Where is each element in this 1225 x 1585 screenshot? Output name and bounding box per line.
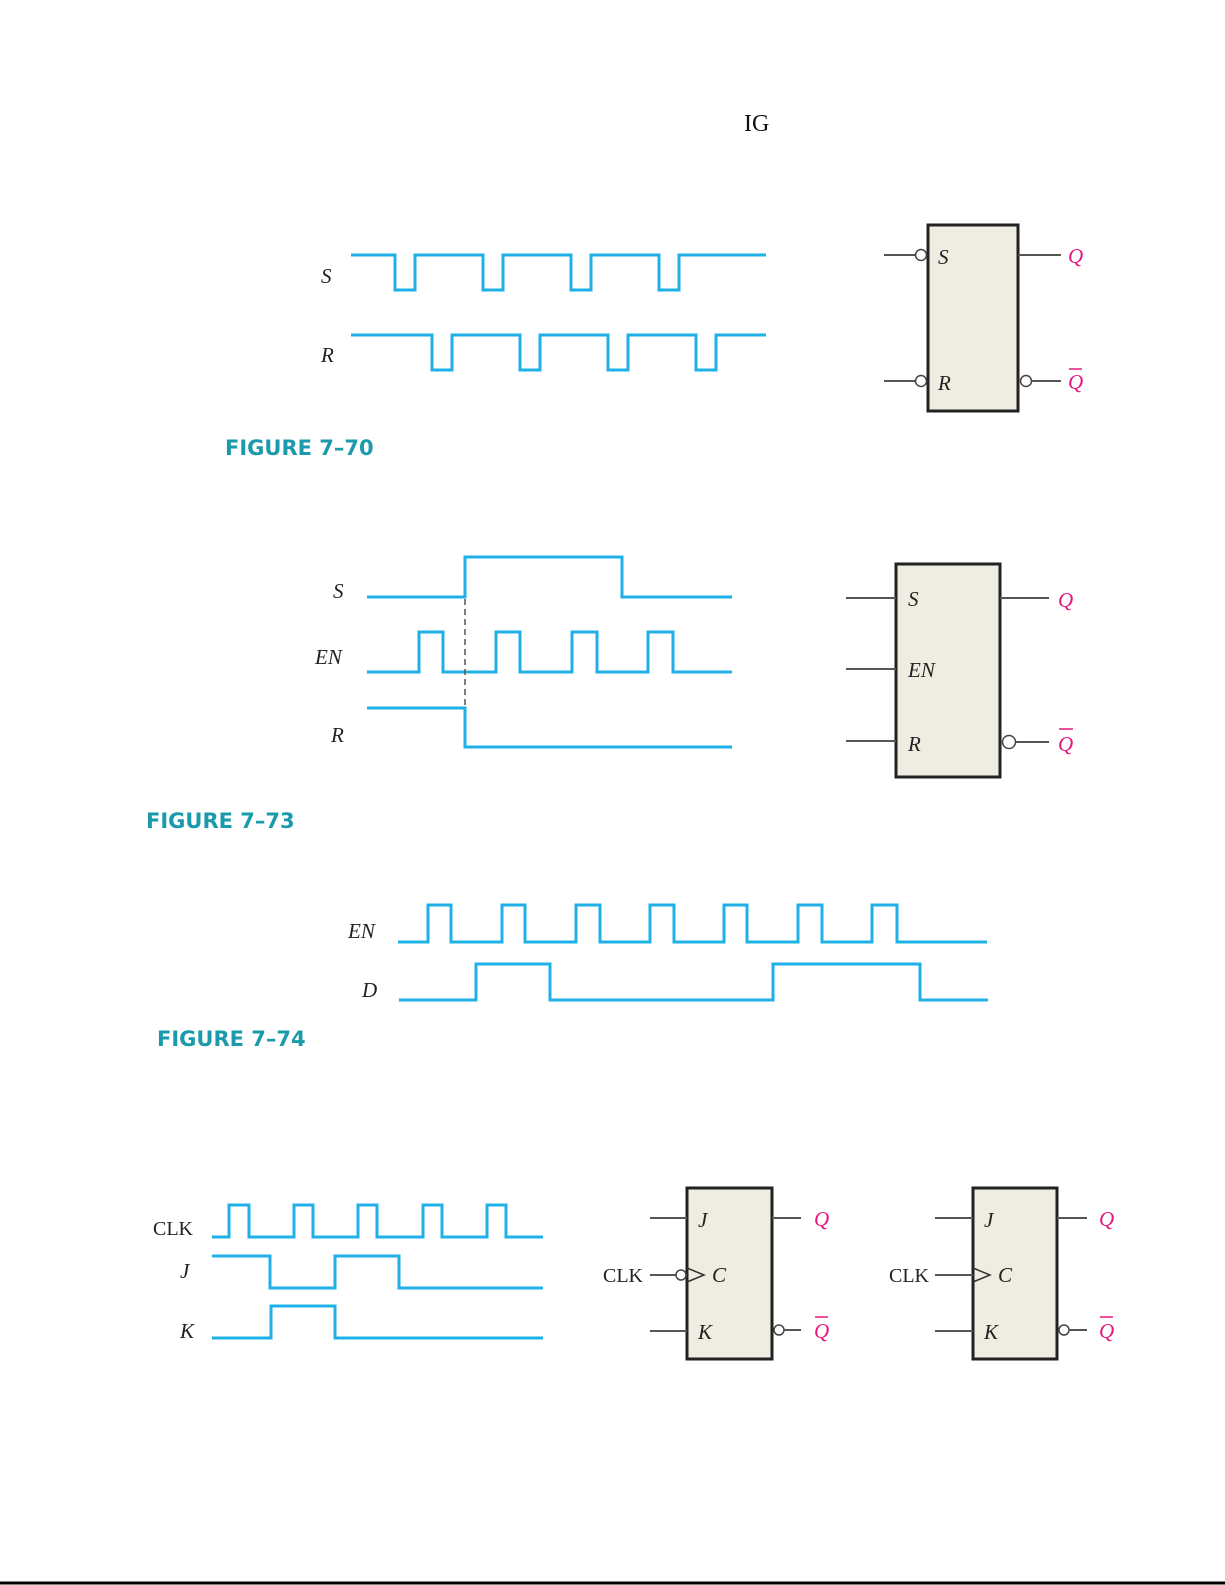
figure-7-73: S EN R S EN R Q Q FIGURE 7–73	[146, 555, 1073, 833]
pin-en: EN	[907, 658, 936, 682]
waveform-s	[351, 253, 766, 292]
wave-label-en: EN	[314, 645, 343, 669]
wave-label-s: S	[321, 264, 332, 288]
figure-caption: FIGURE 7–73	[146, 809, 295, 833]
inversion-bubble	[1001, 734, 1017, 750]
waveform-en	[398, 903, 987, 944]
waveform-j	[212, 1254, 543, 1290]
inversion-bubble	[914, 248, 928, 262]
figure-jk-flip-flops: CLK J K CLK J C K Q Q CLK J C K	[153, 1186, 1114, 1361]
clk-label: CLK	[603, 1265, 644, 1287]
inversion-bubble	[914, 374, 928, 388]
inversion-bubble	[1019, 374, 1033, 388]
pin-k: K	[983, 1320, 999, 1344]
waveform-clk	[212, 1203, 543, 1239]
wave-label-d: D	[361, 978, 377, 1002]
waveform-r	[351, 333, 766, 372]
waveform-en	[367, 630, 732, 674]
output-q: Q	[1099, 1207, 1114, 1231]
inversion-bubble	[773, 1324, 785, 1336]
pin-k: K	[697, 1320, 713, 1344]
figure-caption: FIGURE 7–74	[157, 1027, 306, 1051]
waveform-k	[212, 1304, 543, 1340]
figure-7-70: S R S R Q Q FIGURE 7–70	[225, 223, 1083, 460]
output-q: Q	[814, 1207, 829, 1231]
pin-r: R	[937, 371, 951, 395]
wave-label-j: J	[180, 1259, 191, 1283]
figure-caption: FIGURE 7–70	[225, 436, 374, 460]
header-fragment: IG	[744, 111, 769, 137]
output-q-bar: Q	[814, 1319, 829, 1343]
inversion-bubble	[675, 1269, 687, 1281]
clk-label: CLK	[889, 1265, 930, 1287]
waveform-r	[367, 706, 732, 749]
sr-latch-box	[926, 223, 1020, 413]
output-q-bar: Q	[1058, 732, 1073, 756]
clock-triangle-icon	[686, 1267, 706, 1283]
output-q-bar: Q	[1068, 370, 1083, 394]
waveform-s	[367, 555, 732, 599]
wave-label-k: K	[179, 1319, 195, 1343]
figure-7-74: EN D FIGURE 7–74	[157, 903, 988, 1051]
wave-label-clk: CLK	[153, 1218, 194, 1240]
wave-label-r: R	[330, 723, 344, 747]
output-q: Q	[1068, 244, 1083, 268]
wave-label-s: S	[333, 579, 344, 603]
pin-j: J	[698, 1208, 709, 1232]
pin-c: C	[712, 1263, 727, 1287]
pin-r: R	[907, 732, 921, 756]
wave-label-en: EN	[347, 919, 376, 943]
inversion-bubble	[1058, 1324, 1070, 1336]
output-q: Q	[1058, 588, 1073, 612]
pin-s: S	[908, 587, 919, 611]
output-q-bar: Q	[1099, 1319, 1114, 1343]
wave-label-r: R	[320, 343, 334, 367]
waveform-d	[399, 962, 988, 1002]
gated-sr-latch-box	[894, 562, 1002, 779]
pin-s: S	[938, 245, 949, 269]
clock-triangle-icon	[972, 1267, 992, 1283]
pin-j: J	[984, 1208, 995, 1232]
pin-c: C	[998, 1263, 1013, 1287]
